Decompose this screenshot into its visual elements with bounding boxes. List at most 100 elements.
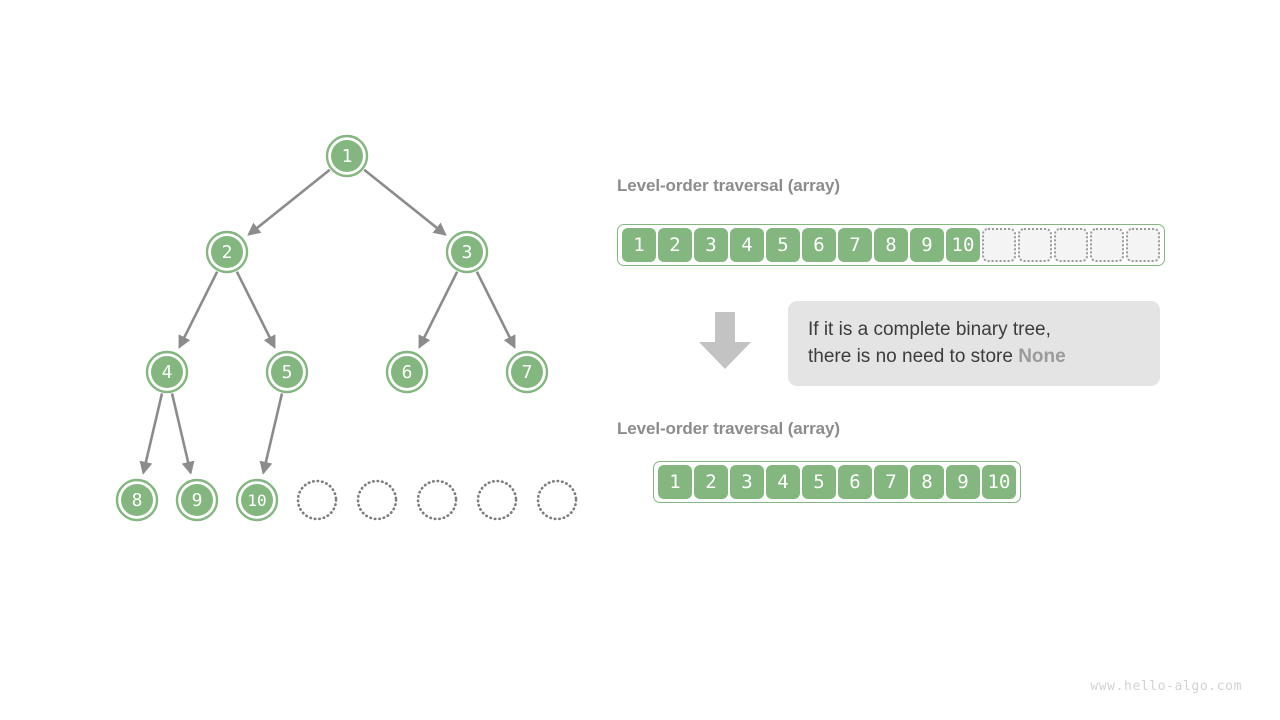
node-outer-ring	[505, 350, 549, 394]
array-cell: 3	[730, 465, 764, 499]
array-cell: 5	[802, 465, 836, 499]
array-cell: 9	[910, 228, 944, 262]
array-cell: 8	[910, 465, 944, 499]
node-label: 7	[522, 362, 533, 383]
tree-edge	[475, 271, 516, 349]
tree-nodes: 1 2 3 4 5 6 7 8 9 10	[115, 134, 578, 522]
node-label: 10	[247, 491, 266, 510]
tree-node-empty	[416, 479, 458, 521]
array-cell: 4	[766, 465, 800, 499]
tree-node: 7	[505, 350, 549, 394]
empty-node-circle	[296, 479, 338, 521]
array-cell: 7	[874, 465, 908, 499]
node-outer-ring	[235, 478, 279, 522]
callout-box: If it is a complete binary tree, there i…	[788, 301, 1160, 386]
node-label: 8	[132, 490, 143, 511]
node-label: 1	[342, 146, 353, 167]
array-cell-empty	[982, 228, 1016, 262]
tree-node: 10	[235, 478, 279, 522]
tree-edge	[170, 393, 195, 475]
node-core	[211, 236, 243, 268]
tree-edge	[418, 271, 459, 349]
node-label: 2	[222, 242, 233, 263]
callout-line-1: If it is a complete binary tree,	[808, 319, 1051, 340]
watermark: www.hello-algo.com	[1090, 679, 1242, 694]
tree-edge	[363, 168, 447, 236]
binary-tree-graphic: 1 2 3 4 5 6 7 8 9 10	[115, 134, 578, 522]
tree-node: 3	[445, 230, 489, 274]
node-label: 5	[282, 362, 293, 383]
tree-node: 6	[385, 350, 429, 394]
tree-node: 5	[265, 350, 309, 394]
array-cell: 3	[694, 228, 728, 262]
array-cell: 7	[838, 228, 872, 262]
array-cell: 9	[946, 465, 980, 499]
tree-node: 8	[115, 478, 159, 522]
node-core	[391, 356, 423, 388]
array-cell: 8	[874, 228, 908, 262]
empty-node-circle	[536, 479, 578, 521]
node-core	[271, 356, 303, 388]
array-cell: 4	[730, 228, 764, 262]
tree-node: 9	[175, 478, 219, 522]
tree-node: 2	[205, 230, 249, 274]
node-label: 6	[402, 362, 413, 383]
array-cell-empty	[1054, 228, 1088, 262]
tree-node-empty	[536, 479, 578, 521]
tree-edge	[139, 393, 164, 475]
array-cell: 6	[838, 465, 872, 499]
array-cell-empty	[1126, 228, 1160, 262]
node-core	[121, 484, 153, 516]
tree-node-empty	[356, 479, 398, 521]
array-cell: 6	[802, 228, 836, 262]
node-label: 4	[162, 362, 173, 383]
node-core	[511, 356, 543, 388]
array-cell: 1	[622, 228, 656, 262]
node-outer-ring	[445, 230, 489, 274]
tree-edge	[178, 271, 219, 349]
array-cell-empty	[1090, 228, 1124, 262]
callout-keyword: None	[1018, 346, 1066, 367]
tree-edge	[247, 168, 331, 236]
tree-edges	[139, 168, 516, 475]
node-outer-ring	[385, 350, 429, 394]
tree-edge	[235, 271, 276, 349]
node-core	[181, 484, 213, 516]
empty-node-circle	[356, 479, 398, 521]
node-label: 9	[192, 490, 203, 511]
tree-node-empty	[476, 479, 518, 521]
empty-node-circle	[476, 479, 518, 521]
node-core	[331, 140, 363, 172]
node-outer-ring	[205, 230, 249, 274]
node-outer-ring	[145, 350, 189, 394]
array-cell-empty	[1018, 228, 1052, 262]
node-core	[451, 236, 483, 268]
array-cell: 2	[694, 465, 728, 499]
node-label: 3	[462, 242, 473, 263]
empty-node-circle	[416, 479, 458, 521]
array-cell: 1	[658, 465, 692, 499]
node-core	[151, 356, 183, 388]
level-order-title-bottom: Level-order traversal (array)	[617, 419, 840, 438]
array-cell: 5	[766, 228, 800, 262]
tree-edge	[259, 393, 284, 475]
node-outer-ring	[265, 350, 309, 394]
array-cell: 10	[946, 228, 980, 262]
tree-node: 1	[325, 134, 369, 178]
node-outer-ring	[115, 478, 159, 522]
down-arrow-icon	[699, 312, 751, 369]
tree-node: 4	[145, 350, 189, 394]
node-outer-ring	[175, 478, 219, 522]
array-cell: 10	[982, 465, 1016, 499]
tree-node-empty	[296, 479, 338, 521]
node-core	[241, 484, 273, 516]
array-cell: 2	[658, 228, 692, 262]
callout-line-2-prefix: there is no need to store	[808, 346, 1019, 367]
level-order-title-top: Level-order traversal (array)	[617, 176, 840, 195]
